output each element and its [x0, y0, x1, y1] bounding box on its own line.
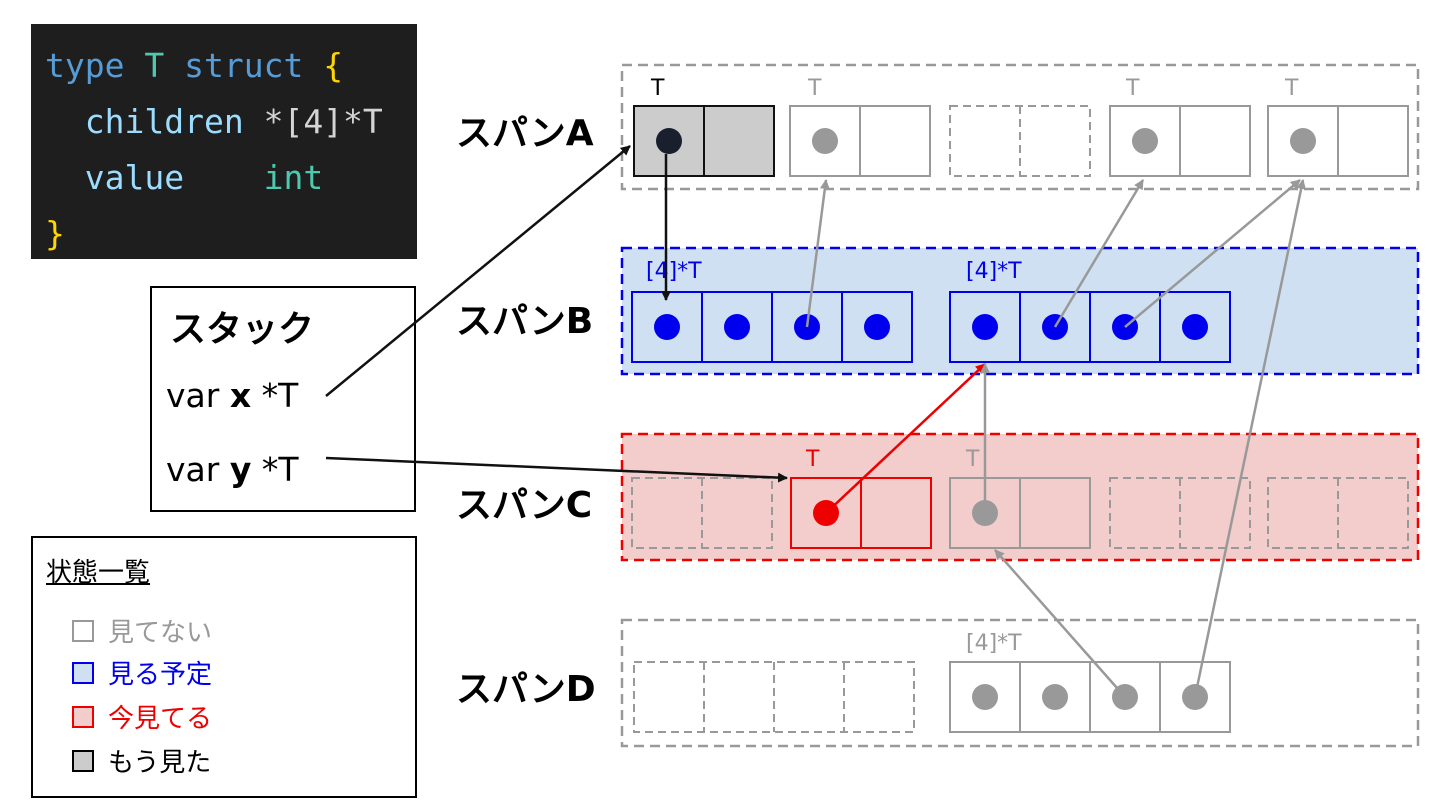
- var-y-prefix: var: [166, 450, 220, 489]
- arrow-scanning-to-span-b: [825, 363, 986, 514]
- open-brace: {: [323, 46, 344, 85]
- field-children: children: [84, 102, 244, 141]
- type-label-t: T: [650, 76, 665, 101]
- arrow-d-to-a4: [1193, 179, 1307, 698]
- legend-swatch-done: [72, 749, 94, 772]
- keyword-type: type: [45, 46, 125, 85]
- pointer-dot: [972, 314, 998, 340]
- type-label-t: T: [807, 76, 822, 101]
- stack-var-x: var x *T: [166, 376, 298, 415]
- arrow-b2-to-a3: [1053, 179, 1145, 328]
- legend-label-done: もう見た: [108, 748, 212, 778]
- legend-item-scanning: 今見てる: [72, 698, 212, 735]
- field-value-type: int: [263, 158, 324, 197]
- arrow-stack-y-to-span-c: [325, 456, 788, 483]
- arrow-d-to-c: [994, 549, 1126, 698]
- type-label-t: T: [805, 447, 820, 472]
- legend-item-done: もう見た: [72, 742, 211, 779]
- stack-var-y: var y *T: [166, 450, 299, 489]
- span-d-array: [4]*T: [949, 631, 1231, 733]
- type-label-t: T: [965, 447, 980, 472]
- type-label-array: [4]*T: [646, 259, 702, 284]
- span-c-slot-empty-1: [631, 477, 773, 549]
- type-label-t: T: [1284, 76, 1299, 101]
- type-label-array: [4]*T: [966, 631, 1022, 656]
- var-x-type: *T: [261, 376, 299, 415]
- legend-item-unseen: 見てない: [72, 612, 212, 649]
- span-c-object-unseen: T: [949, 447, 1091, 549]
- span-a-object-4: T: [1267, 76, 1409, 177]
- pointer-dot: [654, 314, 680, 340]
- legend-swatch-scanning: [72, 705, 94, 728]
- pointer-dot: [1042, 684, 1068, 710]
- arrow-stack-x-to-span-a: [325, 145, 631, 397]
- legend-title: 状態一覧: [46, 558, 151, 588]
- var-y-type: *T: [261, 450, 299, 489]
- span-a-object-2: T: [789, 76, 931, 177]
- span-b-array-1: [4]*T: [631, 259, 913, 363]
- close-brace: }: [45, 214, 65, 253]
- span-a-label: スパンA: [456, 113, 594, 154]
- arrow-b2-to-a4: [1124, 179, 1301, 328]
- pointer-dot: [972, 684, 998, 710]
- pointer-dot: [1132, 128, 1158, 154]
- pointer-dot: [656, 128, 682, 154]
- field-value: value: [84, 158, 185, 197]
- stack-title: スタック: [170, 309, 315, 350]
- legend-label-scanning: 今見てる: [108, 704, 213, 734]
- arrow-b1-to-a2: [805, 179, 830, 328]
- pointer-dot: [812, 128, 838, 154]
- span-c-slot-empty-2: [1109, 477, 1251, 549]
- legend-box: [31, 536, 417, 798]
- span-d-container: [620, 618, 1420, 748]
- field-children-type: *[4]*T: [263, 102, 383, 141]
- span-c-slot-empty-3: [1267, 477, 1409, 549]
- span-a-container: [620, 63, 1420, 191]
- type-label-t: T: [1125, 76, 1140, 101]
- var-x-prefix: var: [166, 376, 220, 415]
- span-a-object-1: T: [633, 76, 775, 177]
- pointer-dot: [1182, 314, 1208, 340]
- span-d-label: スパンD: [456, 669, 596, 710]
- span-a-object-3: T: [1109, 76, 1251, 177]
- type-label-array: [4]*T: [966, 259, 1022, 284]
- code-snippet: type T struct { children *[4]*T value in…: [31, 24, 417, 259]
- legend-item-scheduled: 見る予定: [72, 654, 212, 691]
- stack-box: [150, 286, 416, 512]
- legend-label-scheduled: 見る予定: [108, 660, 213, 690]
- span-d-slot-empty: [633, 661, 915, 733]
- keyword-struct: struct: [184, 46, 304, 85]
- type-name: T: [144, 46, 165, 85]
- pointer-dot: [1290, 128, 1316, 154]
- var-y-name: y: [229, 450, 252, 489]
- legend-label-unseen: 見てない: [108, 618, 213, 648]
- pointer-dot: [724, 314, 750, 340]
- legend-swatch-unseen: [72, 619, 94, 642]
- pointer-dot: [864, 314, 890, 340]
- span-b-label: スパンB: [456, 301, 594, 342]
- span-a-slot-empty: [949, 105, 1091, 177]
- var-x-name: x: [229, 376, 252, 415]
- span-c-label: スパンC: [456, 485, 593, 526]
- legend-swatch-scheduled: [72, 661, 94, 684]
